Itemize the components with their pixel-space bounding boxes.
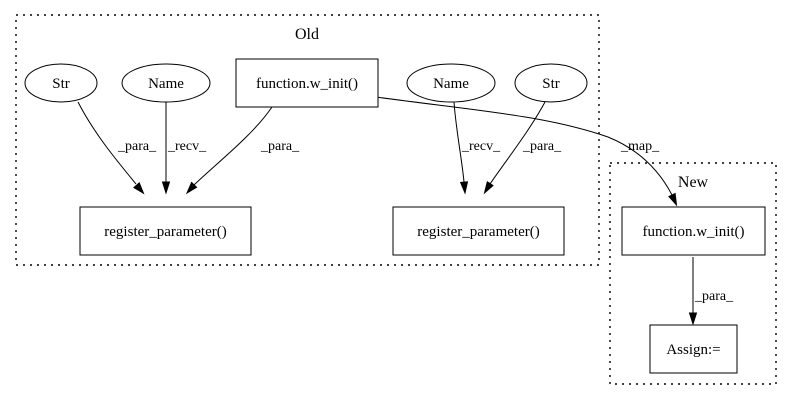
cluster-new-border xyxy=(609,162,777,385)
edge-label: _para_ xyxy=(260,139,300,154)
cluster-old-label: Old xyxy=(295,26,319,43)
node-register-parameter-left[interactable]: register_parameter() xyxy=(79,206,252,256)
edge-label: _para_ xyxy=(694,289,734,304)
node-str-right[interactable]: Str xyxy=(514,63,588,103)
node-assign[interactable]: Assign:= xyxy=(649,324,738,374)
edge-winit-new-to-assign: _para_ xyxy=(688,257,734,326)
node-label: Assign:= xyxy=(666,342,720,358)
edge-name-right-to-register: _recv_ xyxy=(453,101,501,195)
edge-str-right-to-register: _para_ xyxy=(483,101,562,195)
edge-label: _recv_ xyxy=(167,139,207,154)
node-label: function.w_init() xyxy=(256,76,358,92)
edge-winit-old-to-register: _para_ xyxy=(185,106,300,195)
edge-name-left-to-register: _recv_ xyxy=(161,102,207,195)
edge-label: _recv_ xyxy=(461,139,501,154)
cluster-new: New xyxy=(609,162,777,385)
node-label: register_parameter() xyxy=(417,224,539,240)
node-label: register_parameter() xyxy=(104,224,226,240)
node-register-parameter-right[interactable]: register_parameter() xyxy=(392,206,565,256)
edge-label: _map_ xyxy=(620,139,660,154)
cluster-old: Old xyxy=(15,14,600,266)
node-label: function.w_init() xyxy=(642,224,744,240)
cluster-new-label: New xyxy=(678,174,709,191)
cluster-old-border xyxy=(15,14,600,266)
node-name-right[interactable]: Name xyxy=(406,63,496,103)
edge-label: _para_ xyxy=(117,139,157,154)
node-label: Str xyxy=(52,76,70,92)
node-label: Str xyxy=(542,76,560,92)
node-str-left[interactable]: Str xyxy=(24,63,98,103)
edge-map-winit-old-to-new: _map_ xyxy=(375,96,678,207)
node-name-left[interactable]: Name xyxy=(121,63,211,103)
node-winit-old[interactable]: function.w_init() xyxy=(235,58,379,108)
node-label: Name xyxy=(433,76,469,92)
edge-str-left-to-register: _para_ xyxy=(77,101,157,195)
node-label: Name xyxy=(148,76,184,92)
edge-label: _para_ xyxy=(522,139,562,154)
node-winit-new[interactable]: function.w_init() xyxy=(621,206,766,256)
